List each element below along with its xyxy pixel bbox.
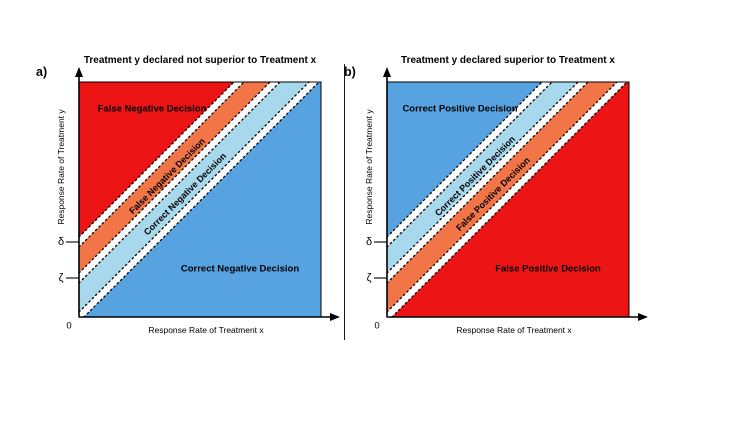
panel-b: Treatment y declared superior to Treatme…	[342, 55, 652, 345]
axes	[66, 67, 340, 321]
panel-a-tag: a)	[36, 65, 48, 79]
origin-label: 0	[66, 320, 72, 332]
lower-region-label: False Positive Decision	[495, 263, 601, 275]
zeta-tick-label: ζ	[366, 272, 372, 284]
x-axis-label: Response Rate of Treatment x	[456, 325, 572, 335]
axes	[374, 67, 648, 321]
plot-area-a	[66, 67, 340, 321]
delta-tick-label: δ	[365, 236, 373, 248]
zeta-tick-label: ζ	[58, 272, 64, 284]
dotted-threshold-lines	[386, 81, 628, 318]
dotted-threshold-lines	[78, 81, 320, 318]
panel-b-title: Treatment y declared superior to Treatme…	[401, 55, 615, 66]
region-lower-triangle	[84, 82, 321, 317]
region-lower-triangle	[392, 82, 629, 317]
y-axis-arrow-icon	[75, 67, 83, 77]
panel-a: Treatment y declared not superior to Tre…	[34, 55, 344, 345]
y-axis-arrow-icon	[383, 67, 391, 77]
y-axis-label: Response Rate of Treatment y	[56, 109, 66, 225]
x-axis-arrow-icon	[330, 313, 340, 321]
plot-area-b	[374, 67, 648, 321]
x-axis-label: Response Rate of Treatment x	[148, 325, 264, 335]
x-axis-arrow-icon	[638, 313, 648, 321]
upper-region-label: Correct Positive Decision	[402, 103, 518, 115]
panel-b-tag: b)	[344, 65, 356, 79]
panel-divider	[344, 64, 345, 340]
y-axis-label: Response Rate of Treatment y	[364, 109, 374, 225]
origin-label: 0	[374, 320, 380, 332]
panel-a-title: Treatment y declared not superior to Tre…	[83, 55, 317, 66]
upper-region-label: False Negative Decision	[97, 103, 207, 115]
delta-tick-label: δ	[57, 236, 65, 248]
lower-region-label: Correct Negative Decision	[180, 263, 300, 275]
